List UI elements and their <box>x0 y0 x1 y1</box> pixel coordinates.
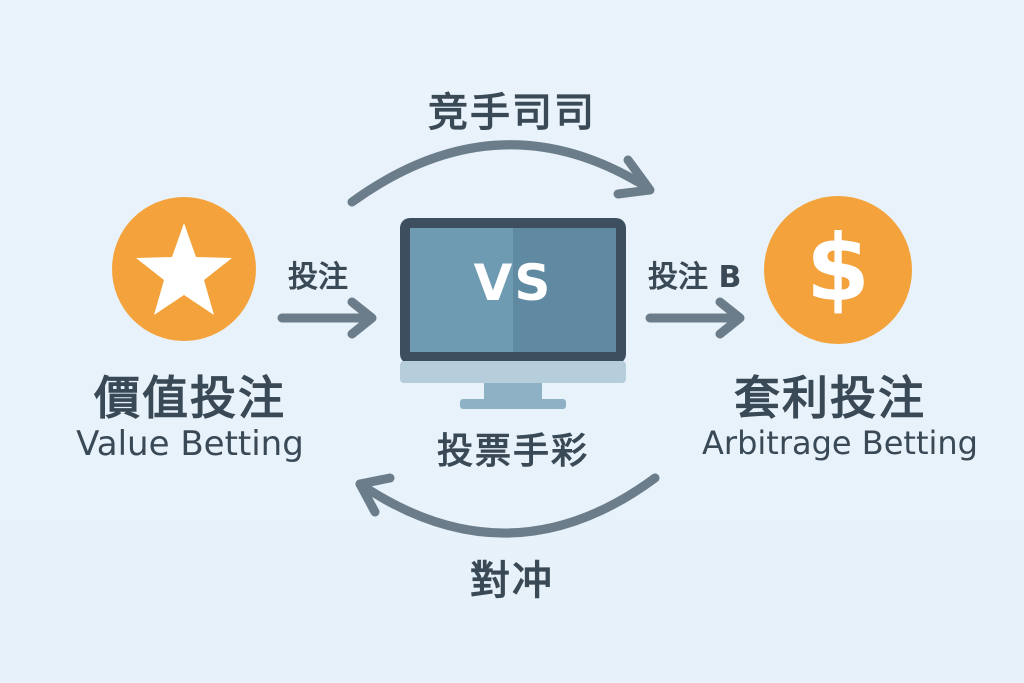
left-title-cn: 價值投注 <box>94 371 286 425</box>
left-arrow-label: 投注 <box>288 260 348 295</box>
top-arc-arrow <box>347 140 653 207</box>
top-label: 竞手司司 <box>428 90 596 136</box>
star-icon <box>112 197 256 341</box>
right-arrowhead <box>715 297 745 339</box>
top-arc-arrowhead <box>613 155 655 199</box>
bottom-label: 對冲 <box>470 558 554 604</box>
bottom-arc-arrow <box>355 473 660 538</box>
right-arrow-label: 投注 B <box>648 260 742 295</box>
svg-text:$: $ <box>806 215 870 322</box>
bottom-arc-arrowhead <box>355 473 395 517</box>
right-title-en: Arbitrage Betting <box>702 424 978 462</box>
left-arrowhead <box>347 297 377 339</box>
dollar-icon: $ <box>764 196 912 344</box>
center-caption: 投票手彩 <box>436 431 589 472</box>
right-title-cn: 套利投注 <box>734 371 926 425</box>
left-title-en: Value Betting <box>76 424 304 464</box>
vs-text: VS <box>473 254 553 312</box>
monitor-icon <box>400 218 626 409</box>
